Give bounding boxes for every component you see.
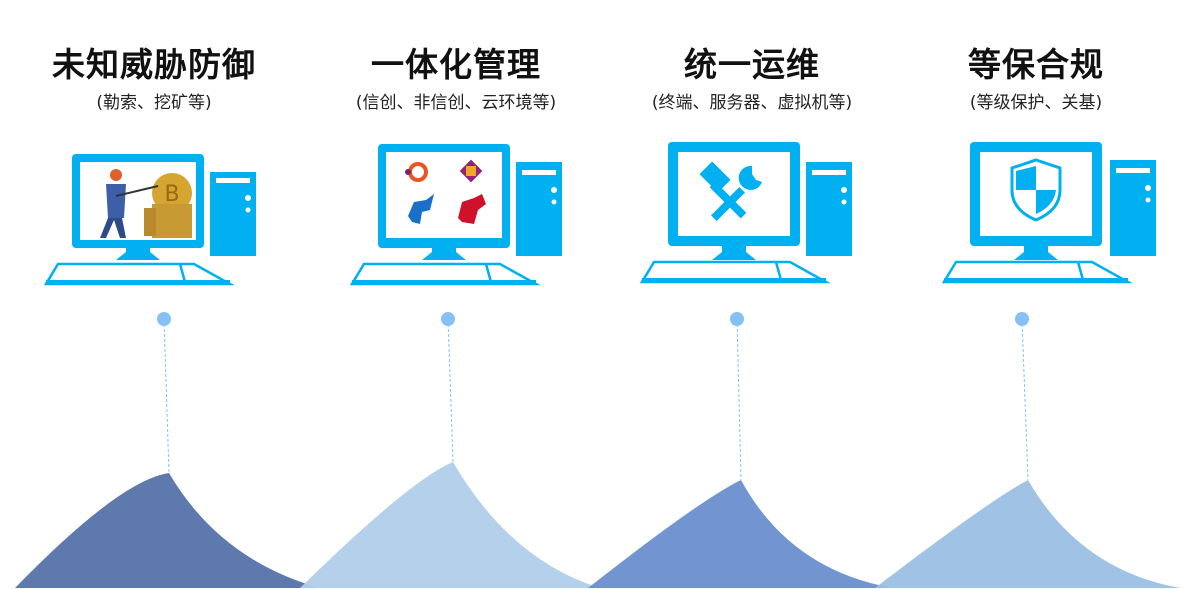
item-subtitle: (终端、服务器、虚拟机等): [651, 93, 853, 113]
computer-icon: B: [44, 154, 256, 286]
svg-text:B: B: [164, 182, 179, 207]
shield-icon: [1010, 158, 1062, 222]
tools-icon: [699, 161, 762, 221]
timeline-dot: [730, 312, 744, 326]
computer-icon: [640, 142, 852, 284]
peak-3: [588, 312, 893, 588]
peak-4: [875, 312, 1180, 588]
timeline-dot: [157, 312, 171, 326]
computer-icon: [350, 144, 562, 286]
peak-2: [300, 312, 600, 588]
item-title: 未知威胁防御: [52, 45, 256, 84]
item-subtitle: (等级保护、关基): [969, 93, 1103, 113]
item-title: 统一运维: [684, 45, 820, 84]
item-subtitle: (勒索、挖矿等): [96, 93, 212, 113]
peak-1: [15, 312, 320, 588]
item-title: 一体化管理: [371, 45, 541, 84]
computer-icon: [942, 142, 1156, 284]
item-title: 等保合规: [968, 45, 1104, 84]
timeline-dot: [1015, 312, 1029, 326]
item-subtitle: (信创、非信创、云环境等): [355, 93, 557, 113]
timeline-dot: [441, 312, 455, 326]
bitcoin-miner-image: B: [100, 169, 192, 238]
